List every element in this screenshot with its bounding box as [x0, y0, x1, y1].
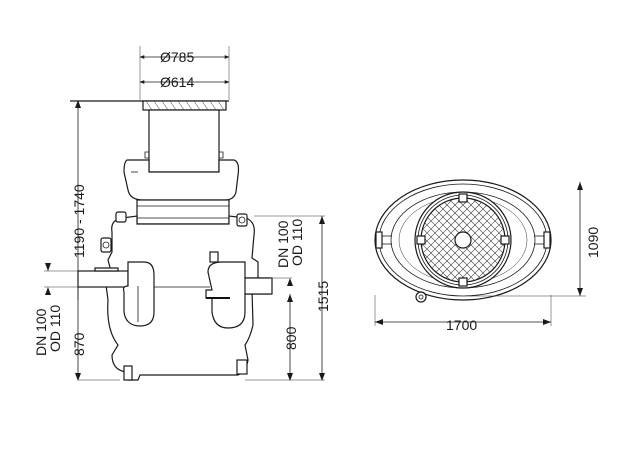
tank-lug-right	[236, 213, 248, 227]
dimension-arrow	[287, 294, 293, 302]
top-view: 1700 1090	[374, 179, 601, 333]
inlet-pipe	[77, 270, 129, 288]
dimension-arrow	[75, 373, 81, 381]
outlet-stub-top	[543, 231, 551, 249]
lug-hole	[238, 216, 246, 224]
dim-depth: 1090	[585, 227, 601, 258]
telescope-shaft	[148, 109, 220, 173]
dimension-arrow	[75, 100, 81, 108]
dim-height-range: 1190 - 1740	[71, 184, 87, 258]
dimension-arrow	[287, 278, 293, 286]
dim-outlet-height: 800	[283, 326, 299, 350]
dimension-arrow	[375, 319, 383, 325]
cover-tab	[416, 235, 426, 245]
inlet-label-line1: DN 100	[33, 308, 49, 356]
tank-lug-left	[100, 237, 112, 253]
tank-body	[105, 215, 259, 381]
dimension-arrow	[577, 288, 583, 296]
outlet-label-line2: OD 110	[289, 219, 305, 266]
outlet-label-line1: DN 100	[275, 220, 291, 268]
cover-tab	[458, 193, 468, 203]
cover-tab	[500, 235, 510, 245]
cover-tab	[458, 277, 468, 287]
dim-outer-cover: Ø785	[160, 49, 194, 65]
lug-hole	[102, 241, 110, 249]
cover-hatching	[145, 100, 225, 111]
outlet-tee	[205, 261, 271, 329]
side-view: Ø785 Ø614	[33, 46, 331, 381]
tank-outline-outer	[374, 179, 552, 301]
cover-frame	[142, 100, 227, 111]
dimension-arrow	[45, 263, 51, 271]
dimension-arrow	[543, 319, 551, 325]
dimension-arrow	[577, 182, 583, 190]
outlet-pipe	[244, 277, 273, 295]
tank-foot-right	[236, 359, 248, 375]
dimension-arrow	[287, 373, 293, 381]
cover-center-hub	[454, 231, 472, 249]
lug-hole	[418, 294, 424, 300]
dimension-arrow	[45, 287, 51, 295]
tank-vent-stub	[209, 251, 219, 263]
inlet-stub-top	[375, 231, 383, 249]
dim-total-height: 1515	[315, 281, 331, 312]
dim-inner-cover: Ø614	[160, 74, 194, 90]
inlet-label-line2: OD 110	[47, 305, 63, 352]
dimension-arrow	[319, 373, 325, 381]
inlet-tee	[122, 261, 155, 327]
tank-foot-left	[123, 365, 133, 381]
dim-inlet-height: 870	[71, 332, 87, 356]
shaft-clips	[144, 151, 224, 159]
dimension-arrow	[319, 216, 325, 224]
tank-lug-upper-left	[115, 211, 127, 223]
inlet-socket	[94, 267, 119, 272]
dim-width: 1700	[446, 317, 477, 333]
tank-neck-ring	[136, 199, 230, 225]
tank-lug-bottom	[415, 291, 427, 303]
